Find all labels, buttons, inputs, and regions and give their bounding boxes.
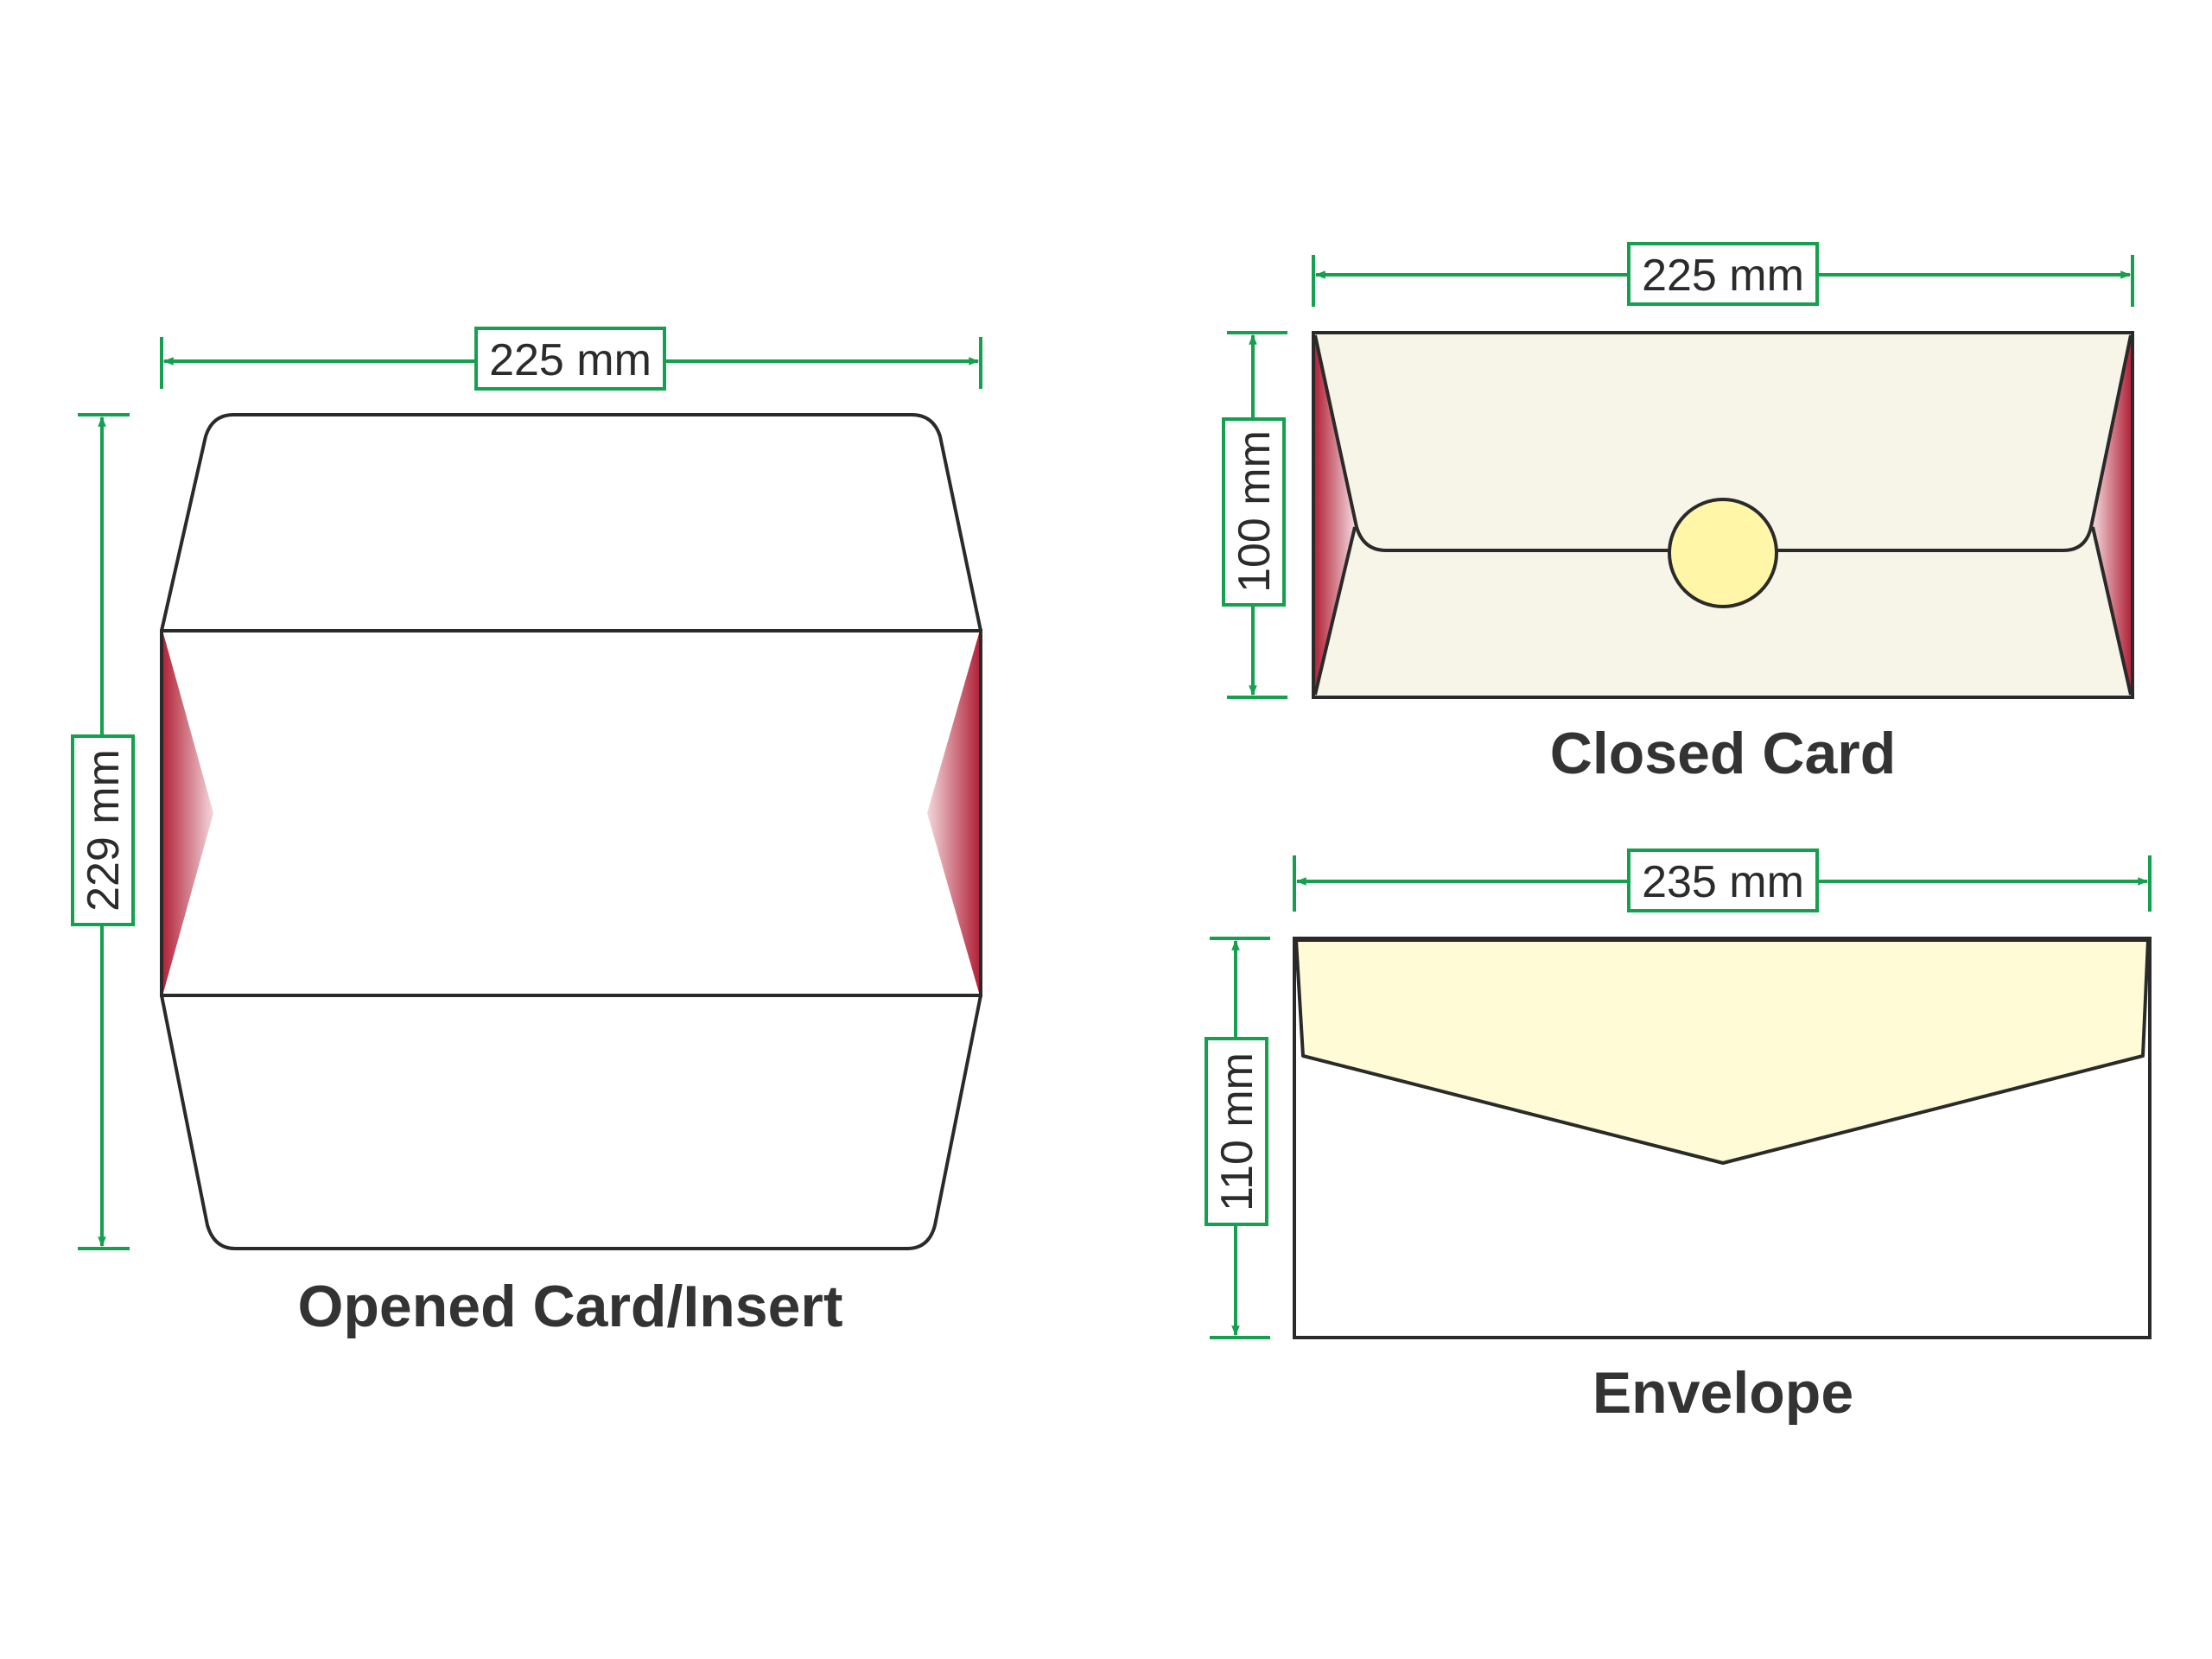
envelope-flap xyxy=(1294,938,2150,1165)
opened-card-title: Opened Card/Insert xyxy=(297,1274,842,1339)
envelope-title: Envelope xyxy=(1592,1360,1853,1426)
opened-card-width-dimension: 225 mm xyxy=(160,327,982,391)
opened-card-group: 225 mm 229 mm Opened Card/Insert xyxy=(71,327,982,1339)
opened-card-height-label: 229 mm xyxy=(79,749,129,912)
closed-card-height-dimension: 100 mm xyxy=(1222,331,1287,699)
closed-card-title: Closed Card xyxy=(1550,721,1897,786)
opened-card-bottom-flap xyxy=(160,994,982,1250)
closed-card-group: 225 mm 100 mm Closed Card xyxy=(1222,242,2134,786)
closed-card-seal xyxy=(1668,498,1778,608)
envelope-width-dimension: 235 mm xyxy=(1293,849,2152,912)
opened-card-center-panel xyxy=(160,629,982,997)
closed-card-right-side-flap xyxy=(2093,335,2131,695)
envelope-height-label: 110 mm xyxy=(1212,1052,1262,1211)
opened-card-right-side-flap xyxy=(927,633,979,993)
closed-card-left-side-flap xyxy=(1315,335,1355,695)
opened-card-height-dimension: 229 mm xyxy=(71,413,135,1250)
opened-card-width-label: 225 mm xyxy=(489,335,652,385)
envelope-width-label: 235 mm xyxy=(1642,857,1804,907)
closed-card-height-label: 100 mm xyxy=(1230,430,1280,593)
closed-card-width-dimension: 225 mm xyxy=(1312,242,2134,307)
opened-card-left-side-flap xyxy=(163,633,213,993)
closed-card-width-label: 225 mm xyxy=(1642,251,1804,301)
envelope-height-dimension: 110 mm xyxy=(1205,937,1270,1339)
envelope-group: 235 mm 110 mm Envelope xyxy=(1205,849,2152,1426)
opened-card-top-flap xyxy=(160,413,982,632)
